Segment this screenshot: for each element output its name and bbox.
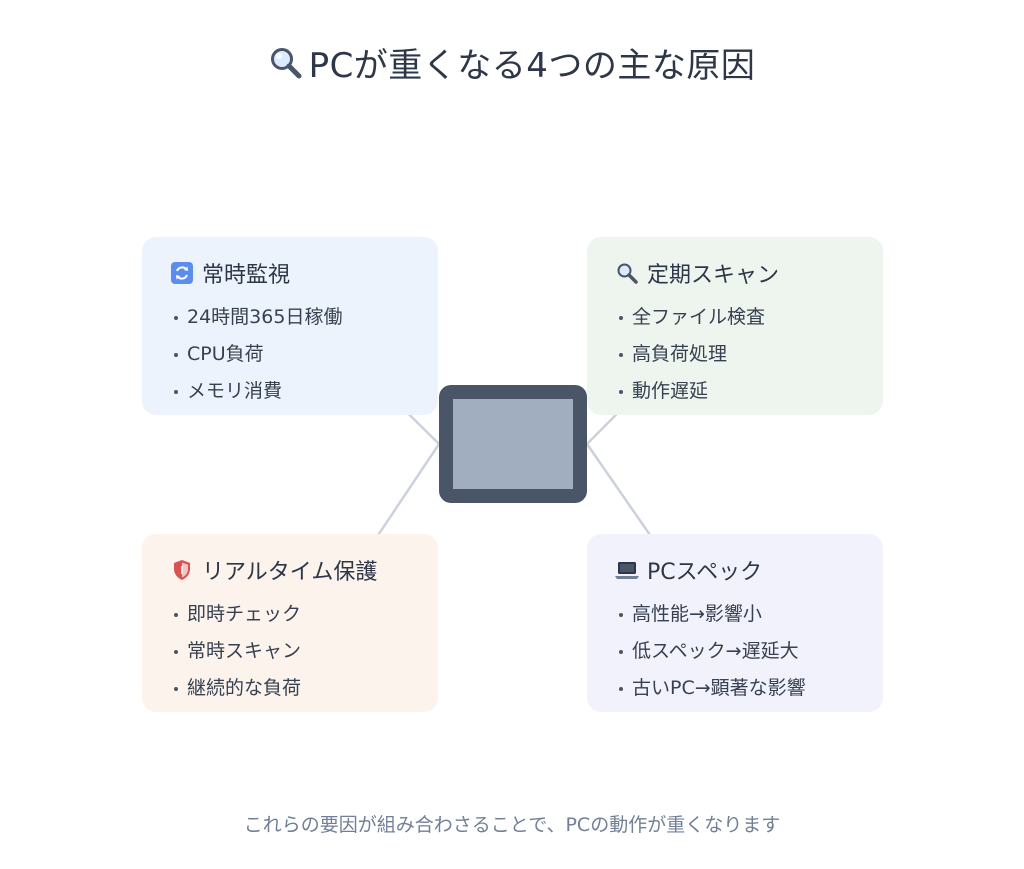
card-item-list: 即時チェック 常時スキャン 継続的な負荷 xyxy=(170,596,410,707)
list-item: メモリ消費 xyxy=(170,373,410,410)
card-constant-monitoring: 常時監視 24時間365日稼働 CPU負荷 メモリ消費 xyxy=(142,237,438,415)
list-item: CPU負荷 xyxy=(170,336,410,373)
card-item-list: 全ファイル検査 高負荷処理 動作遅延 xyxy=(615,299,855,410)
card-title: 定期スキャン xyxy=(647,263,780,288)
card-title: 常時監視 xyxy=(202,263,291,288)
list-item: 高負荷処理 xyxy=(615,336,855,373)
card-title: リアルタイム保護 xyxy=(202,560,378,585)
card-header: PCスペック xyxy=(615,556,855,585)
card-item-list: 高性能→影響小 低スペック→遅延大 古いPC→顕著な影響 xyxy=(615,596,855,707)
monitor-icon xyxy=(439,385,587,503)
list-item: 古いPC→顕著な影響 xyxy=(615,670,855,707)
list-item: 常時スキャン xyxy=(170,633,410,670)
card-header: 定期スキャン xyxy=(615,259,855,288)
card-title: PCスペック xyxy=(647,560,763,585)
list-item: 高性能→影響小 xyxy=(615,596,855,633)
magnifier-icon xyxy=(269,46,303,89)
list-item: 即時チェック xyxy=(170,596,410,633)
card-item-list: 24時間365日稼働 CPU負荷 メモリ消費 xyxy=(170,299,410,410)
magnifier-icon xyxy=(615,261,639,285)
list-item: 動作遅延 xyxy=(615,373,855,410)
refresh-icon xyxy=(170,261,194,285)
page-title-text: PCが重くなる4つの主な原因 xyxy=(308,46,756,86)
card-header: 常時監視 xyxy=(170,259,410,288)
card-header: リアルタイム保護 xyxy=(170,556,410,585)
page-title: PCが重くなる4つの主な原因 xyxy=(0,38,1024,89)
list-item: 全ファイル検査 xyxy=(615,299,855,336)
laptop-icon xyxy=(615,558,639,582)
list-item: 継続的な負荷 xyxy=(170,670,410,707)
list-item: 24時間365日稼働 xyxy=(170,299,410,336)
shield-icon xyxy=(170,558,194,582)
footer-caption: これらの要因が組み合わさることで、PCの動作が重くなります xyxy=(243,814,781,836)
card-realtime-protection: リアルタイム保護 即時チェック 常時スキャン 継続的な負荷 xyxy=(142,534,438,712)
list-item: 低スペック→遅延大 xyxy=(615,633,855,670)
card-pc-specs: PCスペック 高性能→影響小 低スペック→遅延大 古いPC→顕著な影響 xyxy=(587,534,883,712)
card-scheduled-scan: 定期スキャン 全ファイル検査 高負荷処理 動作遅延 xyxy=(587,237,883,415)
